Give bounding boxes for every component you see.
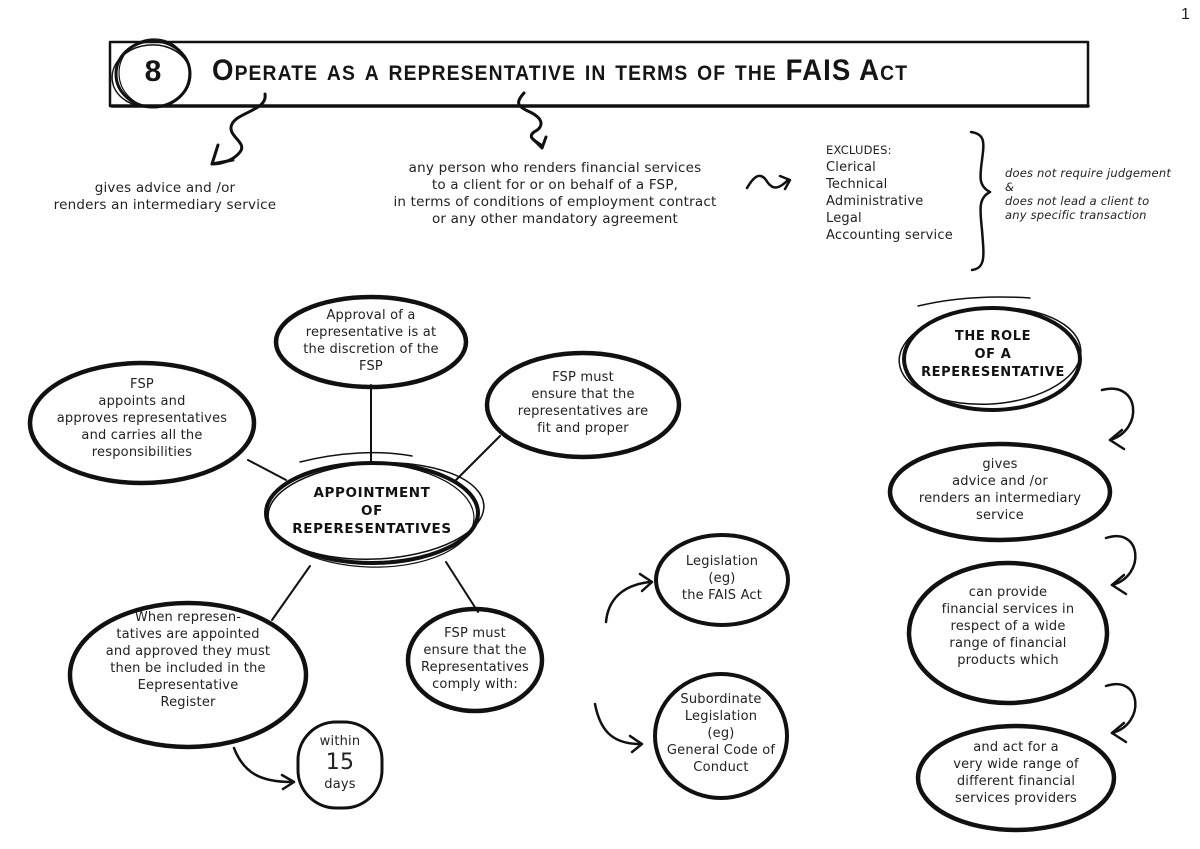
node-subordinate-shape	[653, 672, 789, 800]
arrow-to-legislation	[604, 580, 652, 624]
definition-advice: gives advice and /or renders an intermed…	[53, 180, 277, 213]
arrow-to-days	[232, 746, 294, 784]
role-title-shape	[898, 296, 1082, 412]
curve-arrow-1	[1100, 387, 1135, 442]
node-subordinate: Subordinate Legislation (eg) General Cod…	[666, 692, 776, 775]
node-fit-proper: FSP must ensure that the representatives…	[517, 370, 649, 436]
node-within-days: within 15 days	[319, 734, 361, 792]
excludes-label: EXCLUDES:	[826, 143, 892, 157]
role-step-3: and act for a very wide range of differe…	[953, 740, 1079, 806]
curve-arrow-3	[1104, 682, 1137, 735]
curve-arrow-2	[1104, 534, 1137, 587]
node-register: When represen- tatives are appointed and…	[105, 610, 271, 710]
node-fit-proper-shape	[484, 350, 682, 460]
center-node-shape	[264, 451, 485, 568]
role-step-2: can provide financial services in respec…	[941, 585, 1075, 668]
definition-representative: any person who renders financial service…	[393, 160, 717, 227]
node-fsp-appoints: FSP appoints and approves representative…	[56, 377, 228, 460]
section-number: 8	[144, 55, 162, 88]
wavy-arrow-excludes	[745, 174, 790, 190]
role-step-1-shape	[887, 441, 1113, 543]
node-comply-shape	[405, 606, 545, 714]
arrow-to-subordinate	[593, 702, 642, 746]
node-approval-shape	[273, 294, 469, 390]
role-step-1: gives advice and /or renders an intermed…	[918, 457, 1082, 523]
excludes-note: does not require judgement & does not le…	[1005, 166, 1172, 222]
node-within-days-shape	[296, 720, 384, 810]
center-node-appointment: APPOINTMENT OF REPERESENTATIVES	[292, 485, 452, 537]
excludes-list: EXCLUDES: Clerical Technical Administrat…	[826, 142, 976, 244]
role-step-3-shape	[915, 723, 1117, 833]
node-legislation-shape	[654, 533, 790, 627]
node-comply: FSP must ensure that the Representatives…	[420, 626, 529, 692]
node-approval: Approval of a representative is at the d…	[303, 308, 439, 374]
node-register-shape	[67, 600, 309, 750]
section-number-circle	[111, 38, 192, 109]
page-number: 1	[1181, 6, 1190, 23]
brace	[969, 130, 992, 272]
squiggle-arrow-middle	[517, 91, 544, 148]
node-legislation: Legislation (eg) the FAIS Act	[681, 554, 763, 603]
node-fsp-appoints-shape	[27, 360, 257, 486]
role-title: THE ROLE OF A REPERESENTATIVE	[921, 329, 1065, 380]
role-step-2-shape	[906, 560, 1110, 706]
page-title: Operate as a representative in terms of …	[212, 54, 909, 87]
